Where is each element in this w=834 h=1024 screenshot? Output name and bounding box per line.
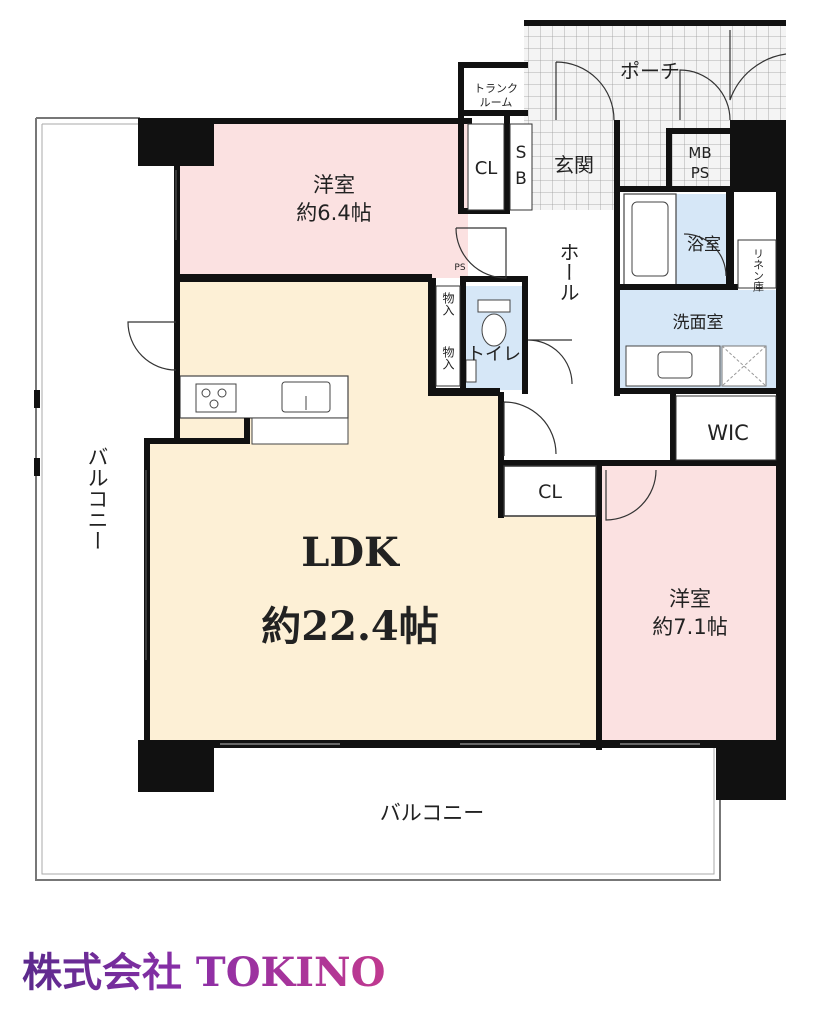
- cl-ldk-label: CL: [538, 481, 562, 503]
- washroom-label: 洗面室: [673, 313, 724, 333]
- toilet-label: トイレ: [467, 344, 521, 365]
- bedroom1-size: 約6.4帖: [296, 201, 371, 225]
- windows: [145, 170, 700, 745]
- bedroom1-floor: [178, 122, 468, 278]
- cl-ldk-box: [503, 465, 597, 517]
- ldk-size: 約22.4帖: [261, 603, 438, 650]
- bedroom1-name: 洋室: [313, 173, 355, 197]
- hall-label: ホール: [556, 242, 580, 302]
- balcony-outline: [35, 117, 721, 881]
- bath-label: 浴室: [687, 235, 721, 255]
- porch-label: ポーチ: [620, 59, 680, 83]
- bedroom2-size: 約7.1帖: [652, 615, 727, 639]
- bedroom2-name: 洋室: [669, 587, 711, 611]
- linen-label: リネン庫: [752, 248, 765, 293]
- cl-bedroom1-label: CL: [475, 158, 498, 179]
- door-swings: [127, 30, 787, 521]
- entrance-label: 玄関: [554, 153, 594, 177]
- company-name: 株式会社 TOKINO: [22, 940, 385, 998]
- ldk-name: LDK: [301, 529, 400, 576]
- wic-label: WIC: [707, 421, 749, 445]
- balcony-bottom-label: バルコニー: [380, 801, 485, 825]
- ps-small-label: PS: [454, 263, 465, 273]
- bedroom2-floor: [600, 464, 778, 744]
- balcony-side-label: バルコニー: [85, 446, 109, 551]
- bath-floor: [676, 194, 732, 286]
- storage2-label: 物入: [441, 346, 455, 370]
- walls: [138, 62, 786, 800]
- trunk-room-label: トランクルーム: [474, 82, 518, 109]
- storage1-label: 物入: [441, 292, 455, 316]
